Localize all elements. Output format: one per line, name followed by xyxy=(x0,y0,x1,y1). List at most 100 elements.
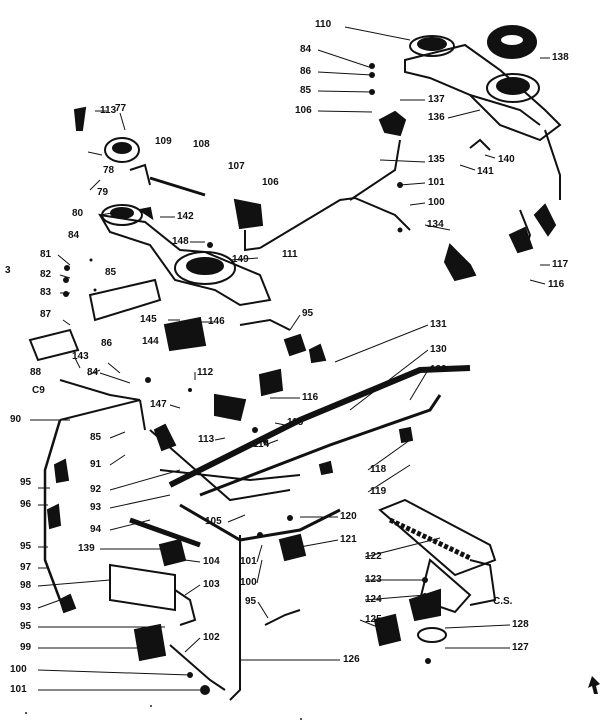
callout-label: 90 xyxy=(10,414,22,425)
callout-label: 122 xyxy=(365,551,382,562)
callout-label: 124 xyxy=(365,594,382,605)
callout-label: 136 xyxy=(428,112,445,123)
callout-label: 107 xyxy=(228,161,245,172)
side-burner-assembly xyxy=(318,426,497,647)
callout-label: 105 xyxy=(205,516,222,527)
callout-label: 91 xyxy=(90,459,102,470)
leader-lines xyxy=(30,26,550,691)
manifold-assembly xyxy=(43,318,471,701)
callout-label: 110 xyxy=(315,19,332,30)
callout-label: 83 xyxy=(40,287,52,298)
callout-label: 94 xyxy=(90,524,102,535)
callout-label: 96 xyxy=(20,499,32,510)
callout-label: 101 xyxy=(240,556,257,567)
callout-label: 111 xyxy=(282,249,298,260)
callout-label: 120 xyxy=(340,511,357,522)
callout-label: 88 xyxy=(30,367,42,378)
callout-label: 131 xyxy=(430,319,447,330)
callout-label: 109 xyxy=(155,136,172,147)
callout-label: 128 xyxy=(512,619,529,630)
callout-label: 129 xyxy=(430,364,447,375)
callout-label: 103 xyxy=(203,579,220,590)
callout-label: 108 xyxy=(193,139,210,150)
callout-label: 84 xyxy=(68,230,80,241)
callout-label: 144 xyxy=(142,336,159,347)
burner-assembly-center xyxy=(28,106,477,362)
callout-label: 77 xyxy=(115,103,127,114)
callout-label: 100 xyxy=(240,577,257,588)
callout-label: 125 xyxy=(365,614,382,625)
callout-label: 95 xyxy=(20,621,32,632)
fasteners xyxy=(63,63,431,695)
callout-label: 148 xyxy=(172,236,189,247)
scan-speck xyxy=(300,718,302,720)
callout-label: 114 xyxy=(253,439,270,450)
callout-label: 117 xyxy=(552,259,569,270)
pointer-arrow xyxy=(588,676,600,694)
callout-label: 101 xyxy=(10,684,27,695)
burner-assembly-top-right xyxy=(349,25,562,254)
callout-label: 119 xyxy=(370,486,387,497)
callout-label: 134 xyxy=(427,219,444,230)
callout-label: 139 xyxy=(78,543,95,554)
callout-label: 93 xyxy=(20,602,32,613)
callout-label: 135 xyxy=(428,154,445,165)
callout-label: 84 xyxy=(300,44,312,55)
callout-label: 95 xyxy=(20,477,32,488)
callout-label: 95 xyxy=(20,541,32,552)
callout-label: 118 xyxy=(370,464,387,475)
callout-label: 106 xyxy=(262,177,279,188)
callout-label: 142 xyxy=(177,211,194,222)
callout-label: 82 xyxy=(40,269,52,280)
callout-label: 80 xyxy=(72,208,84,219)
callout-label: 85 xyxy=(90,432,102,443)
callout-label: 78 xyxy=(103,165,115,176)
callout-label: 140 xyxy=(498,154,515,165)
callout-label: 100 xyxy=(428,197,445,208)
callout-label: 95 xyxy=(245,596,257,607)
callout-label: 138 xyxy=(552,52,569,63)
callout-label: 113 xyxy=(100,105,117,116)
callout-label: 126 xyxy=(343,654,360,665)
callout-label: 87 xyxy=(40,309,52,320)
callout-label: 112 xyxy=(197,367,214,378)
callout-label: C9 xyxy=(32,385,45,396)
callout-label: 146 xyxy=(208,316,225,327)
callout-label: 123 xyxy=(365,574,382,585)
callout-label: 93 xyxy=(90,502,102,513)
callout-label: 102 xyxy=(203,632,220,643)
callout-label: 86 xyxy=(300,66,312,77)
callout-label: 79 xyxy=(97,187,109,198)
callout-label: 100 xyxy=(10,664,27,675)
callout-label: 145 xyxy=(140,314,157,325)
callout-label: 101 xyxy=(428,177,445,188)
callout-label: 143 xyxy=(72,351,89,362)
callout-label: 95 xyxy=(302,308,314,319)
callout-label: 3 xyxy=(5,265,11,276)
callout-label: 104 xyxy=(203,556,220,567)
callout-label: 121 xyxy=(340,534,357,545)
callout-label: 84 xyxy=(87,367,99,378)
callout-label: 92 xyxy=(90,484,102,495)
callout-label: C.S. xyxy=(493,596,513,607)
callout-label: 97 xyxy=(20,562,32,573)
callout-label: 85 xyxy=(105,267,117,278)
callout-label: 149 xyxy=(232,254,249,265)
callout-label: 99 xyxy=(20,642,32,653)
callout-label: 98 xyxy=(20,580,32,591)
callout-label: 85 xyxy=(300,85,312,96)
callout-label: 116 xyxy=(548,279,565,290)
callout-label: 147 xyxy=(150,399,167,410)
callout-label: 127 xyxy=(512,642,529,653)
scan-speck xyxy=(25,712,27,714)
callout-label: 81 xyxy=(40,249,52,260)
callout-label: 106 xyxy=(295,105,312,116)
scan-speck xyxy=(150,705,152,707)
callout-label: 113 xyxy=(198,434,215,445)
callout-label: 86 xyxy=(101,338,113,349)
callout-label: 141 xyxy=(477,166,494,177)
callout-label: 137 xyxy=(428,94,445,105)
callout-label: 115 xyxy=(287,417,304,428)
